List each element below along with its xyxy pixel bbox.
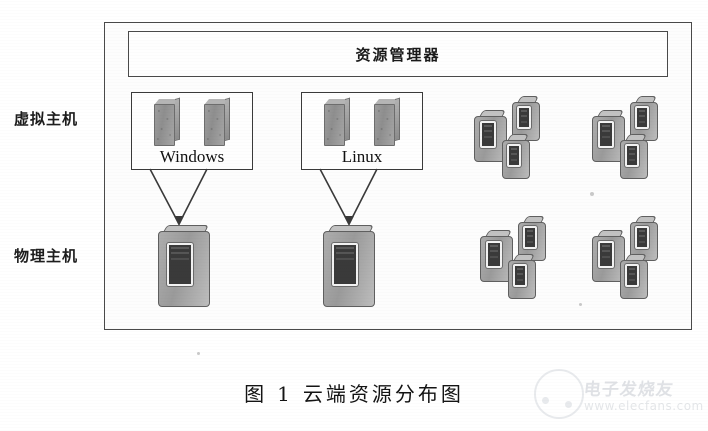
scan-speck	[197, 352, 200, 355]
caption-prefix: 图	[244, 382, 268, 406]
server-node-icon	[480, 230, 513, 282]
server-node-icon	[620, 134, 648, 179]
row-label-virtual-host: 虚拟主机	[14, 110, 79, 128]
resource-manager-title: 资源管理器	[355, 45, 441, 64]
server-node-icon	[592, 230, 625, 282]
caption-title: 云端资源分布图	[302, 382, 464, 406]
vm-icon-row-linux	[302, 97, 422, 146]
server-node-icon	[620, 254, 648, 299]
os-label-windows: Windows	[159, 147, 225, 166]
os-box-linux: Linux	[301, 92, 423, 170]
row-label-physical-host: 物理主机	[14, 247, 79, 265]
physical-host-cluster-2	[592, 216, 688, 308]
virtual-host-cluster-2	[592, 96, 688, 188]
server-node-icon	[502, 134, 530, 179]
physical-host-icon-windows	[158, 225, 210, 307]
server-node-icon	[512, 96, 540, 141]
virtual-host-cluster-1	[474, 96, 570, 188]
vm-icon-row-windows	[132, 97, 252, 146]
virtual-machine-icon	[324, 97, 350, 146]
resource-manager-box: 资源管理器	[128, 31, 668, 77]
physical-host-cluster-1	[480, 216, 576, 308]
virtual-machine-icon	[204, 97, 230, 146]
server-node-icon	[592, 110, 625, 162]
physical-host-icon-linux	[323, 225, 375, 307]
virtual-machine-icon	[154, 97, 180, 146]
os-box-windows: Windows	[131, 92, 253, 170]
caption-number: 1	[277, 382, 293, 406]
virtual-machine-icon	[374, 97, 400, 146]
scan-speck	[579, 303, 582, 306]
os-label-linux: Linux	[341, 147, 383, 166]
server-node-icon	[508, 254, 536, 299]
server-node-icon	[474, 110, 507, 162]
scan-speck	[590, 192, 594, 196]
